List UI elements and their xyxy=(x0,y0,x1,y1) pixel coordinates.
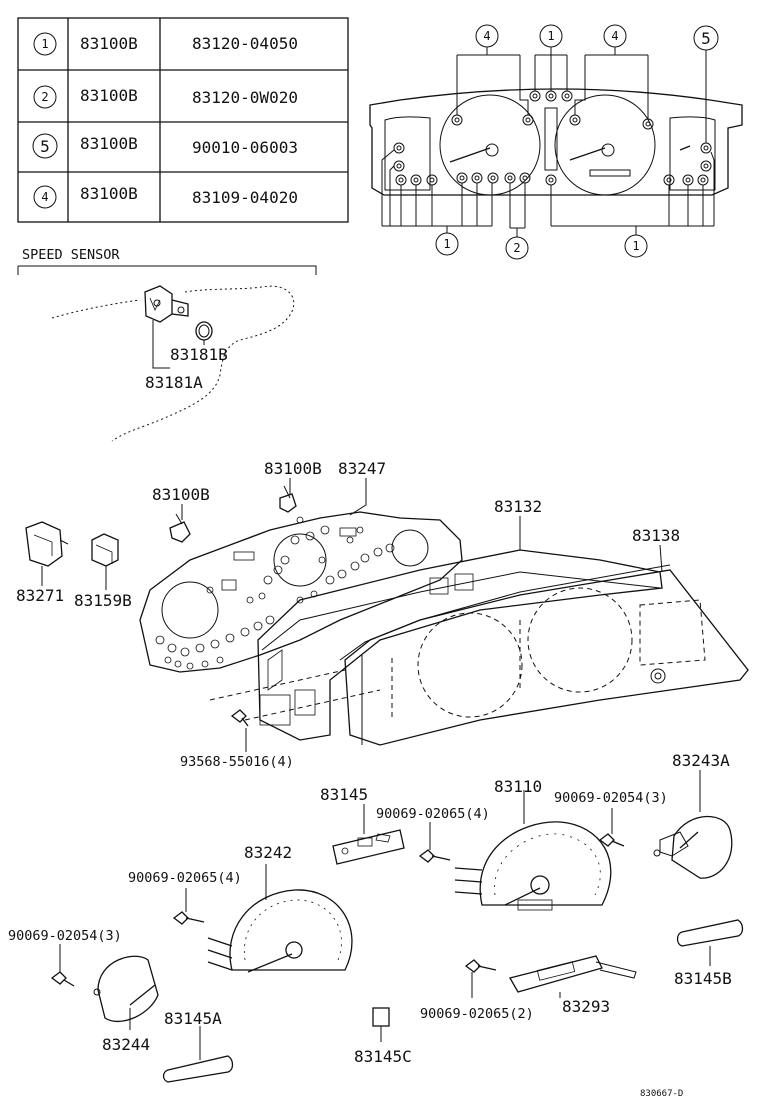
legend-part: 83100B xyxy=(80,184,138,203)
printed-circuit-plate xyxy=(139,511,463,673)
part-labels: 83100B 83247 83100B 83132 83138 83271 83… xyxy=(8,459,732,1066)
connector-83271 xyxy=(25,521,69,567)
legend-table: 1 83100B 83120-04050 2 83100B 83120-0W02… xyxy=(17,17,349,223)
label-90069-02054-3a: 90069-02054(3) xyxy=(554,790,668,806)
legend-key: 1 xyxy=(41,37,48,51)
speedometer-83110 xyxy=(454,821,612,911)
label-83145: 83145 xyxy=(320,785,368,804)
legend-row: 2 83100B 83120-0W020 xyxy=(33,85,298,109)
bulb-socket-83100b-a xyxy=(279,485,297,513)
bulb-location-cluster: 4 1 4 5 1 2 1 xyxy=(369,24,743,260)
legend-bulb: 83120-0W020 xyxy=(192,88,298,107)
strip-83145b xyxy=(676,919,744,947)
svg-text:1: 1 xyxy=(443,237,450,251)
callout-top-mid: 1 xyxy=(534,24,568,91)
label-83110: 83110 xyxy=(494,777,542,796)
tachometer-83242 xyxy=(207,889,353,973)
legend-bulb: 83120-04050 xyxy=(192,34,298,53)
svg-text:1: 1 xyxy=(547,29,554,43)
screw-90069-02065-c xyxy=(464,959,497,973)
callout-top-far: 5 xyxy=(693,25,719,143)
label-83159b: 83159B xyxy=(74,591,132,610)
svg-text:1: 1 xyxy=(632,239,639,253)
bulb-sockets xyxy=(393,90,712,186)
label-83132: 83132 xyxy=(494,497,542,516)
block-83145c xyxy=(372,1007,390,1027)
label-83243a: 83243A xyxy=(672,751,730,770)
bulb-socket-83100b-b xyxy=(169,513,191,543)
screw-93568 xyxy=(230,709,249,727)
legend-row: 4 83100B 83109-04020 xyxy=(33,184,298,209)
svg-text:2: 2 xyxy=(513,241,520,255)
svg-text:4: 4 xyxy=(611,29,618,43)
label-90069-02054-3b: 90069-02054(3) xyxy=(8,928,122,944)
gauge-83244 xyxy=(93,955,159,1023)
label-83145c: 83145C xyxy=(354,1047,412,1066)
label-83271: 83271 xyxy=(16,586,64,605)
legend-key: 5 xyxy=(40,137,50,156)
plate-holes xyxy=(155,516,395,670)
leader-lines xyxy=(41,478,711,1060)
drawing-number: 830667-D xyxy=(640,1089,683,1099)
label-83138: 83138 xyxy=(632,526,680,545)
label-83100b-b: 83100B xyxy=(152,485,210,504)
label-83247: 83247 xyxy=(338,459,386,478)
screw-90069-02054-b xyxy=(50,971,75,987)
part-83181b-label: 83181B xyxy=(170,345,228,364)
speed-sensor-body xyxy=(144,285,189,323)
label-83145b: 83145B xyxy=(674,969,732,988)
display-83293 xyxy=(509,955,637,993)
legend-bulb: 83109-04020 xyxy=(192,188,298,207)
callout-bottom-left: 1 xyxy=(381,149,493,256)
legend-key: 4 xyxy=(41,190,48,204)
label-90069-02065-2: 90069-02065(2) xyxy=(420,1006,534,1022)
callout-top-left: 4 xyxy=(456,24,529,115)
part-83181a-label: 83181A xyxy=(145,373,203,392)
label-90069-02065-4b: 90069-02065(4) xyxy=(128,870,242,886)
label-83145a: 83145A xyxy=(164,1009,222,1028)
strip-83145a xyxy=(162,1055,234,1083)
label-83242: 83242 xyxy=(244,843,292,862)
label-93568: 93568-55016(4) xyxy=(180,754,294,770)
svg-text:5: 5 xyxy=(701,29,711,48)
legend-part: 83100B xyxy=(80,86,138,105)
legend-part: 83100B xyxy=(80,34,138,53)
speed-sensor-title: SPEED SENSOR xyxy=(22,247,120,263)
legend-part: 83100B xyxy=(80,134,138,153)
legend-key: 2 xyxy=(41,90,48,104)
connector-83159b xyxy=(91,533,119,567)
meter-lens xyxy=(339,564,749,746)
gauge-83243a xyxy=(653,815,733,879)
screw-90069-02065-a xyxy=(418,849,451,863)
label-83100b-a: 83100B xyxy=(264,459,322,478)
callout-top-right: 4 xyxy=(574,24,649,119)
label-83244: 83244 xyxy=(102,1035,150,1054)
callout-bottom-mid: 2 xyxy=(505,183,529,260)
label-83293: 83293 xyxy=(562,997,610,1016)
label-90069-02065-4a: 90069-02065(4) xyxy=(376,806,490,822)
legend-row: 5 83100B 90010-06003 xyxy=(32,133,298,159)
svg-text:4: 4 xyxy=(483,29,490,43)
screw-90069-02054-a xyxy=(598,833,625,847)
legend-row: 1 83100B 83120-04050 xyxy=(33,32,298,56)
callout-bottom-right: 1 xyxy=(550,151,715,258)
legend-bulb: 90010-06003 xyxy=(192,138,298,157)
screw-90069-02065-b xyxy=(172,911,205,925)
panel-83145 xyxy=(332,829,405,865)
speed-sensor-section: SPEED SENSOR 83181B 83181A xyxy=(17,247,317,442)
